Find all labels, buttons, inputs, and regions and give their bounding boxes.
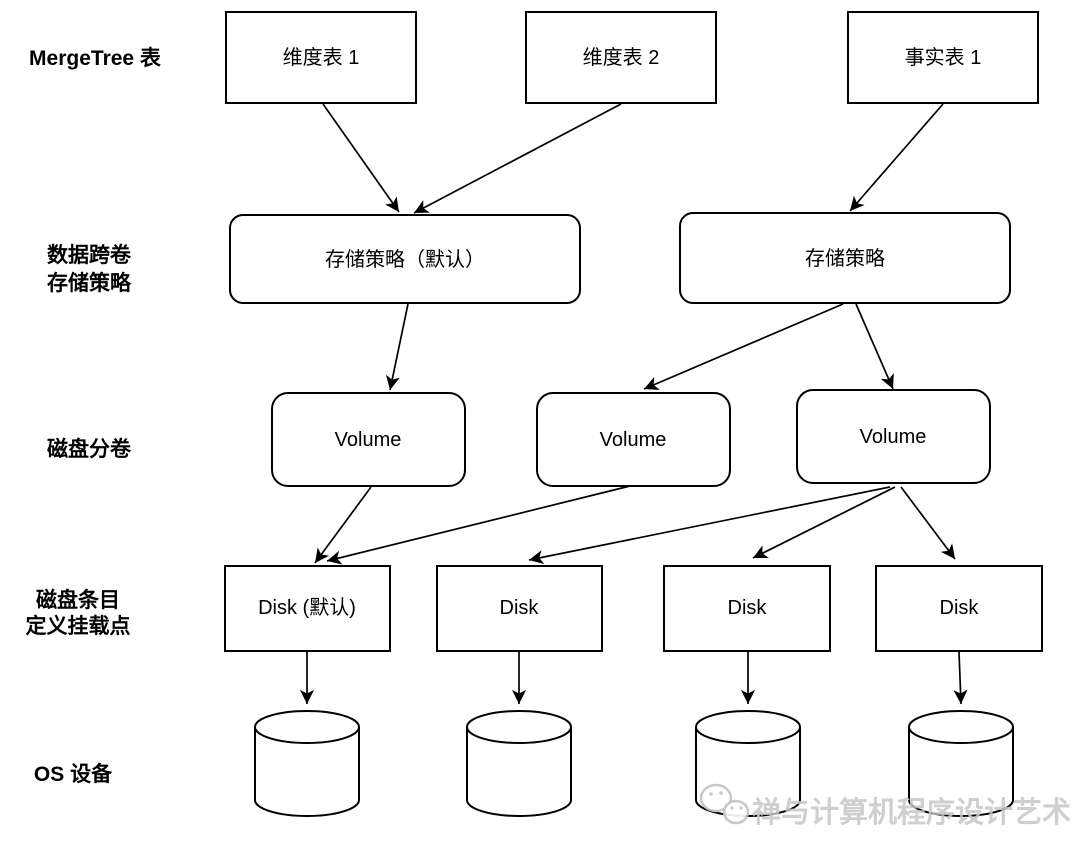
volume-1-box: [271, 392, 466, 487]
node-disk-2: Disk: [436, 565, 603, 652]
row-label-policy-line1: 数据跨卷: [47, 243, 132, 267]
wechat-icon-eye: [739, 806, 743, 810]
volume-2-box: [536, 392, 731, 487]
wechat-icon: [699, 783, 750, 825]
wechat-icon-eye: [730, 806, 734, 810]
os-device-cylinder-2: [466, 710, 572, 817]
row-label-policy-line2: 存储策略: [47, 271, 132, 295]
volume-2-label: Volume: [600, 429, 667, 451]
cylinder-2-body: [466, 710, 572, 817]
storage-policy-default-label: 存储策略（默认）: [325, 248, 485, 271]
cylinder-4-body: [908, 710, 1014, 817]
edges: [299, 103, 968, 705]
node-disk-3: Disk: [663, 565, 831, 652]
watermark: 禅与计算机程序设计艺术: [699, 783, 1071, 829]
edge-volume2-to-disk-default: [326, 485, 631, 565]
cylinder-1-body: [254, 710, 360, 817]
node-storage-policy-default: 存储策略（默认）: [229, 214, 581, 304]
disk-4-box: [875, 565, 1043, 652]
dim-table-2-label: 维度表 2: [583, 46, 660, 69]
disk-3-box: [663, 565, 831, 652]
cylinder-1-rim: [254, 726, 360, 744]
cylinder-3-rim: [695, 726, 801, 744]
node-storage-policy: 存储策略: [679, 212, 1011, 304]
volume-1-label: Volume: [335, 429, 402, 451]
node-disk-4: Disk: [875, 565, 1043, 652]
storage-policy-label: 存储策略: [805, 247, 885, 270]
storage-policy-default-box: [229, 214, 581, 304]
dim-table-2-box: [525, 11, 717, 104]
node-fact-table-1: 事实表 1: [847, 11, 1039, 104]
node-dim-table-1: 维度表 1: [225, 11, 417, 104]
row-label-mergetree: MergeTree 表: [29, 47, 162, 70]
os-device-cylinder-1: [254, 710, 360, 817]
cylinder-2-rim: [466, 726, 572, 744]
dim-table-1-label: 维度表 1: [283, 46, 360, 69]
edge-volume3-to-disk4: [900, 486, 956, 560]
wechat-icon-small-bubble: [722, 799, 750, 825]
node-dim-table-2: 维度表 2: [525, 11, 717, 104]
edge-fact1-to-policy: [849, 103, 944, 212]
row-labels: MergeTree 表 数据跨卷 存储策略 磁盘分卷 磁盘条目 定义挂载点 OS…: [26, 47, 162, 786]
edge-dim1-to-policy-default: [322, 103, 400, 213]
disk-default-box: [224, 565, 391, 652]
edge-volume1-to-disk-default: [314, 486, 372, 564]
edge-policy-to-volume3: [855, 303, 894, 390]
node-volume-2: Volume: [536, 392, 731, 487]
wechat-icon-eye: [719, 791, 723, 795]
disk-default-label: Disk (默认): [258, 596, 356, 619]
watermark-text: 禅与计算机程序设计艺术: [752, 795, 1071, 829]
cylinder-4-rim: [908, 726, 1014, 744]
disk-2-box: [436, 565, 603, 652]
row-label-disk-line1: 磁盘条目: [36, 588, 120, 612]
fact-table-1-box: [847, 11, 1039, 104]
node-volume-3: Volume: [796, 389, 991, 484]
volume-3-box: [796, 389, 991, 484]
wechat-icon-big-bubble: [699, 783, 733, 813]
storage-policy-box: [679, 212, 1011, 304]
edge-volume3-to-disk3: [752, 486, 896, 559]
edge-disk4-to-device4: [953, 651, 968, 705]
row-label-disk-line2: 定义挂载点: [26, 614, 131, 638]
row-label-volume: 磁盘分卷: [47, 437, 132, 461]
edge-policy-to-volume2: [643, 303, 844, 390]
os-device-cylinder-4: [908, 710, 1014, 817]
disk-3-label: Disk: [728, 597, 768, 619]
fact-table-1-label: 事实表 1: [905, 46, 982, 69]
edge-volume3-to-disk2: [528, 486, 891, 565]
volume-3-label: Volume: [860, 426, 927, 448]
wechat-icon-eye: [709, 792, 713, 796]
disk-2-label: Disk: [500, 597, 540, 619]
row-label-os: OS 设备: [34, 762, 113, 786]
node-disk-default: Disk (默认): [224, 565, 391, 652]
node-volume-1: Volume: [271, 392, 466, 487]
edge-policy-default-to-volume1: [385, 303, 409, 391]
disk-4-label: Disk: [940, 597, 980, 619]
dim-table-1-box: [225, 11, 417, 104]
edge-dim2-to-policy-default: [413, 103, 622, 214]
